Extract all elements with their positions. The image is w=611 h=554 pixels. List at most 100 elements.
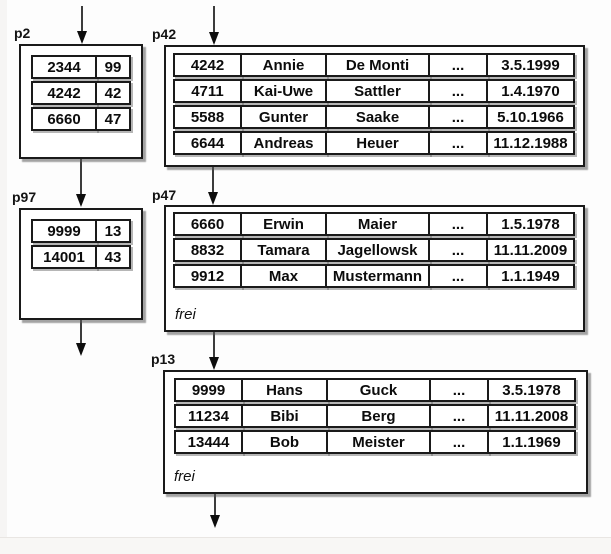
arrow-line: [80, 320, 82, 352]
cell-id: 6660: [173, 212, 242, 236]
page-label-p2: p2: [14, 25, 31, 41]
arrow-p42-to-p47: [208, 167, 218, 205]
cell-ellipsis: ...: [429, 404, 489, 428]
free-space-label: frei: [175, 306, 196, 323]
cell-lastname: Sattler: [325, 79, 430, 103]
cell-lastname: De Monti: [325, 53, 430, 77]
cell-page: 99: [95, 55, 131, 79]
arrow-line: [213, 6, 215, 41]
arrow-line: [81, 6, 83, 40]
cell-firstname: Max: [240, 264, 327, 288]
arrow-p47-to-p13: [209, 332, 219, 370]
table-row: 6660 Erwin Maier ... 1.5.1978: [173, 212, 575, 236]
directory-table: 9999 13 14001 43: [31, 219, 131, 269]
cell-lastname: Jagellowsk: [325, 238, 430, 262]
arrow-line: [212, 167, 214, 201]
cell-date: 1.1.1949: [486, 264, 575, 288]
cell-page: 42: [95, 81, 131, 105]
cell-firstname: Kai-Uwe: [240, 79, 327, 103]
arrow-down-icon: [210, 515, 220, 528]
cell-page: 43: [95, 245, 131, 269]
cell-ellipsis: ...: [429, 430, 489, 454]
cell-lastname: Guck: [326, 378, 431, 402]
cell-key: 4242: [31, 81, 97, 105]
page-label-p13: p13: [151, 351, 176, 367]
cell-ellipsis: ...: [428, 131, 488, 155]
cell-firstname: Annie: [240, 53, 327, 77]
cell-id: 4242: [173, 53, 242, 77]
arrow-into-p2: [77, 6, 87, 44]
cell-date: 1.1.1969: [487, 430, 576, 454]
table-row: 4242 Annie De Monti ... 3.5.1999: [173, 53, 575, 77]
arrow-down-icon: [76, 194, 86, 207]
cell-id: 8832: [173, 238, 242, 262]
cell-id: 13444: [174, 430, 243, 454]
cell-date: 11.12.1988: [486, 131, 575, 155]
cell-lastname: Maier: [325, 212, 430, 236]
arrow-p97-out: [76, 320, 86, 356]
page-node-p47: 6660 Erwin Maier ... 1.5.1978 8832 Tamar…: [164, 205, 585, 332]
cell-date: 1.5.1978: [486, 212, 575, 236]
cell-ellipsis: ...: [428, 264, 488, 288]
arrow-p2-to-p97: [76, 159, 86, 207]
table-row: 11234 Bibi Berg ... 11.11.2008: [174, 404, 576, 428]
cell-key: 2344: [31, 55, 97, 79]
table-row: 4242 42: [31, 81, 131, 105]
directory-table: 2344 99 4242 42 6660 47: [31, 55, 131, 131]
page-node-p13: 9999 Hans Guck ... 3.5.1978 11234 Bibi B…: [163, 370, 588, 494]
cell-date: 3.5.1999: [486, 53, 575, 77]
arrow-line: [214, 494, 216, 524]
cell-firstname: Gunter: [240, 105, 327, 129]
cell-lastname: Berg: [326, 404, 431, 428]
table-row: 14001 43: [31, 245, 131, 269]
table-row: 9999 13: [31, 219, 131, 243]
table-row: 6644 Andreas Heuer ... 11.12.1988: [173, 131, 575, 155]
cell-page: 47: [95, 107, 131, 131]
cell-ellipsis: ...: [428, 53, 488, 77]
cell-id: 6644: [173, 131, 242, 155]
table-row: 5588 Gunter Saake ... 5.10.1966: [173, 105, 575, 129]
cell-date: 11.11.2009: [486, 238, 575, 262]
arrow-down-icon: [209, 32, 219, 45]
cell-id: 9999: [174, 378, 243, 402]
cell-date: 11.11.2008: [487, 404, 576, 428]
record-table: 9999 Hans Guck ... 3.5.1978 11234 Bibi B…: [174, 378, 576, 454]
page-node-p97: 9999 13 14001 43: [19, 208, 143, 320]
record-table: 6660 Erwin Maier ... 1.5.1978 8832 Tamar…: [173, 212, 575, 288]
cell-firstname: Bob: [241, 430, 328, 454]
arrow-down-icon: [77, 31, 87, 44]
cell-ellipsis: ...: [429, 378, 489, 402]
arrow-down-icon: [208, 192, 218, 205]
cell-id: 4711: [173, 79, 242, 103]
cell-firstname: Bibi: [241, 404, 328, 428]
arrow-p13-out: [210, 494, 220, 528]
arrow-line: [213, 332, 215, 366]
page-node-p42: 4242 Annie De Monti ... 3.5.1999 4711 Ka…: [164, 45, 585, 167]
table-row: 8832 Tamara Jagellowsk ... 11.11.2009: [173, 238, 575, 262]
slide-bottom-border: [0, 537, 611, 554]
cell-id: 11234: [174, 404, 243, 428]
cell-key: 6660: [31, 107, 97, 131]
table-row: 2344 99: [31, 55, 131, 79]
cell-firstname: Tamara: [240, 238, 327, 262]
cell-ellipsis: ...: [428, 105, 488, 129]
record-table: 4242 Annie De Monti ... 3.5.1999 4711 Ka…: [173, 53, 575, 155]
table-row: 13444 Bob Meister ... 1.1.1969: [174, 430, 576, 454]
cell-date: 3.5.1978: [487, 378, 576, 402]
cell-id: 5588: [173, 105, 242, 129]
cell-lastname: Heuer: [325, 131, 430, 155]
arrow-down-icon: [209, 357, 219, 370]
table-row: 9912 Max Mustermann ... 1.1.1949: [173, 264, 575, 288]
arrow-line: [80, 159, 82, 203]
arrow-into-p42: [209, 6, 219, 45]
cell-lastname: Saake: [325, 105, 430, 129]
cell-firstname: Hans: [241, 378, 328, 402]
cell-page: 13: [95, 219, 131, 243]
cell-id: 9912: [173, 264, 242, 288]
cell-lastname: Meister: [326, 430, 431, 454]
page-label-p47: p47: [152, 187, 177, 203]
cell-firstname: Erwin: [240, 212, 327, 236]
page-label-p42: p42: [152, 26, 177, 42]
cell-lastname: Mustermann: [325, 264, 430, 288]
